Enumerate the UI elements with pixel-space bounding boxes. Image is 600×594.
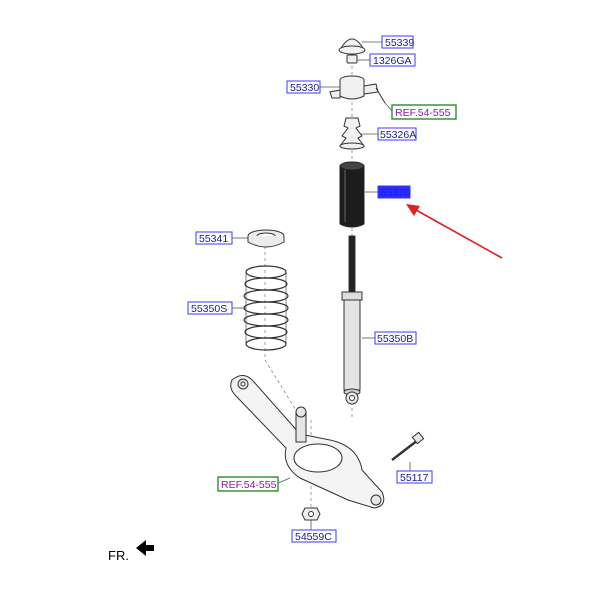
highlight-arrow: [406, 204, 503, 259]
front-direction-label: FR.: [108, 548, 129, 563]
lower-arm-part: [230, 375, 385, 509]
label-box-1326ga: [369, 53, 416, 67]
bolt-part: [391, 431, 425, 461]
ref-box-bottom: [217, 476, 279, 492]
part-label-55370[interactable]: 55370: [381, 187, 410, 199]
ref-label-bottom[interactable]: REF.54-555: [221, 479, 277, 491]
ref-box-top: [391, 104, 457, 120]
shock-absorber-part: [341, 235, 363, 405]
top-cap-part: [338, 38, 366, 55]
nut-bottom-part: [301, 507, 321, 521]
ref-label-top[interactable]: REF.54-555: [395, 107, 451, 119]
bump-stop-part: [339, 117, 365, 150]
spring-pad-part: [247, 229, 285, 248]
part-label-54559c[interactable]: 54559C: [295, 531, 332, 543]
part-label-1326ga[interactable]: 1326GA: [373, 55, 412, 67]
label-box-55330: [286, 80, 321, 94]
part-label-55341[interactable]: 55341: [199, 233, 228, 245]
label-box-54559c: [291, 529, 337, 543]
front-direction-arrow-icon: [136, 540, 154, 556]
coil-spring-part: [243, 265, 289, 351]
label-box-55370: [377, 185, 411, 199]
label-box-55350s: [187, 301, 233, 315]
dust-cover-part: [339, 161, 365, 228]
label-box-55339: [381, 35, 414, 49]
nut-part: [346, 54, 358, 64]
part-label-55350b[interactable]: 55350B: [377, 333, 413, 345]
part-label-55339[interactable]: 55339: [385, 37, 414, 49]
part-label-55117[interactable]: 55117: [400, 472, 429, 484]
part-label-55330[interactable]: 55330: [290, 82, 319, 94]
label-box-55326a: [377, 127, 417, 141]
mount-part: [329, 75, 386, 104]
label-box-55117: [396, 470, 433, 484]
label-box-55341: [195, 231, 233, 245]
label-box-55350b: [374, 331, 417, 345]
part-label-55326a[interactable]: 55326A: [380, 129, 416, 141]
part-label-55350s[interactable]: 55350S: [191, 303, 227, 315]
